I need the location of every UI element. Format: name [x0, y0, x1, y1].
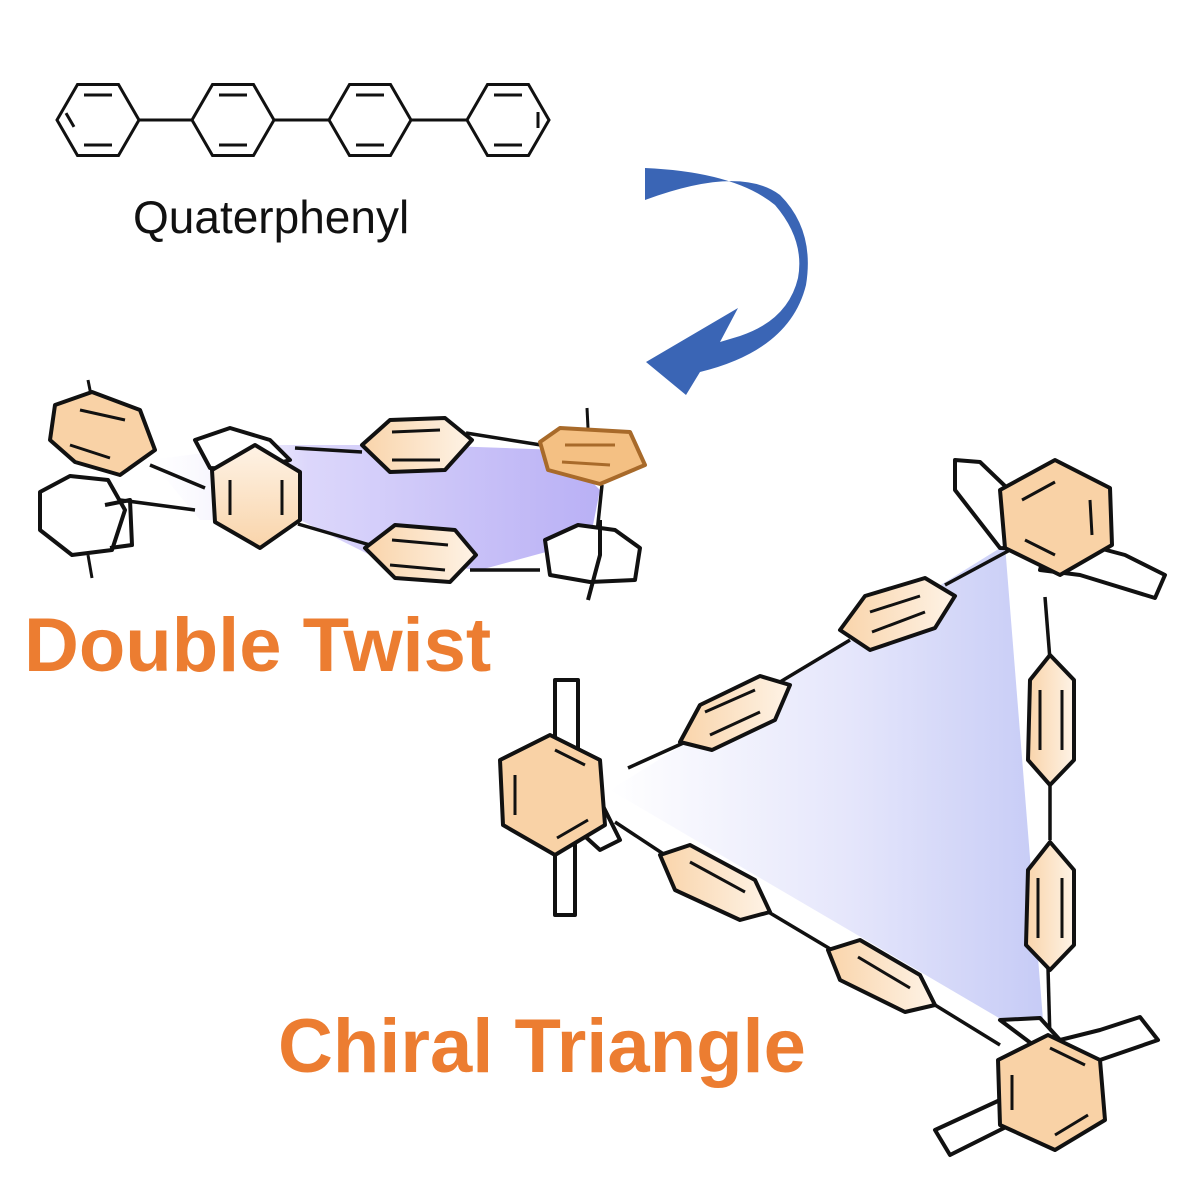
benzene-ring-1: [55, 83, 141, 157]
ring-edge-left-1: [658, 843, 772, 922]
benzene-ring-2: [190, 83, 276, 157]
back-ring-left: [38, 474, 127, 557]
corner-ring-bottom: [996, 1033, 1107, 1152]
double-twist-structure: [38, 379, 647, 601]
double-twist-label: Double Twist: [24, 603, 492, 688]
benzene-ring-3: [327, 83, 413, 157]
chiral-triangle-cavity: [610, 545, 1045, 1045]
orange-ring-top-left: [48, 390, 157, 477]
orange-ring-top-right: [538, 426, 647, 486]
benzene-ring-4: [465, 83, 551, 157]
chiral-triangle-label: Chiral Triangle: [278, 1004, 806, 1089]
monomer-label: Quaterphenyl: [133, 191, 410, 243]
quaterphenyl-structure: [55, 83, 551, 157]
ring-edge-left-2: [826, 938, 937, 1014]
corner-ring-top-right: [998, 458, 1114, 577]
orange-ring-front: [210, 443, 302, 550]
ring-edge-right-1: [1026, 653, 1076, 787]
ring-top-middle: [360, 416, 474, 474]
ring-bottom-middle: [363, 523, 478, 584]
corner-ring-left: [498, 733, 607, 857]
ring-edge-right-2: [1024, 840, 1076, 972]
chiral-triangle-structure: [498, 458, 1167, 1157]
ring-edge-top-1: [838, 576, 957, 652]
curved-arrow-icon: [645, 168, 808, 395]
ring-edge-top-2: [678, 674, 792, 752]
back-ring-right: [543, 523, 642, 584]
